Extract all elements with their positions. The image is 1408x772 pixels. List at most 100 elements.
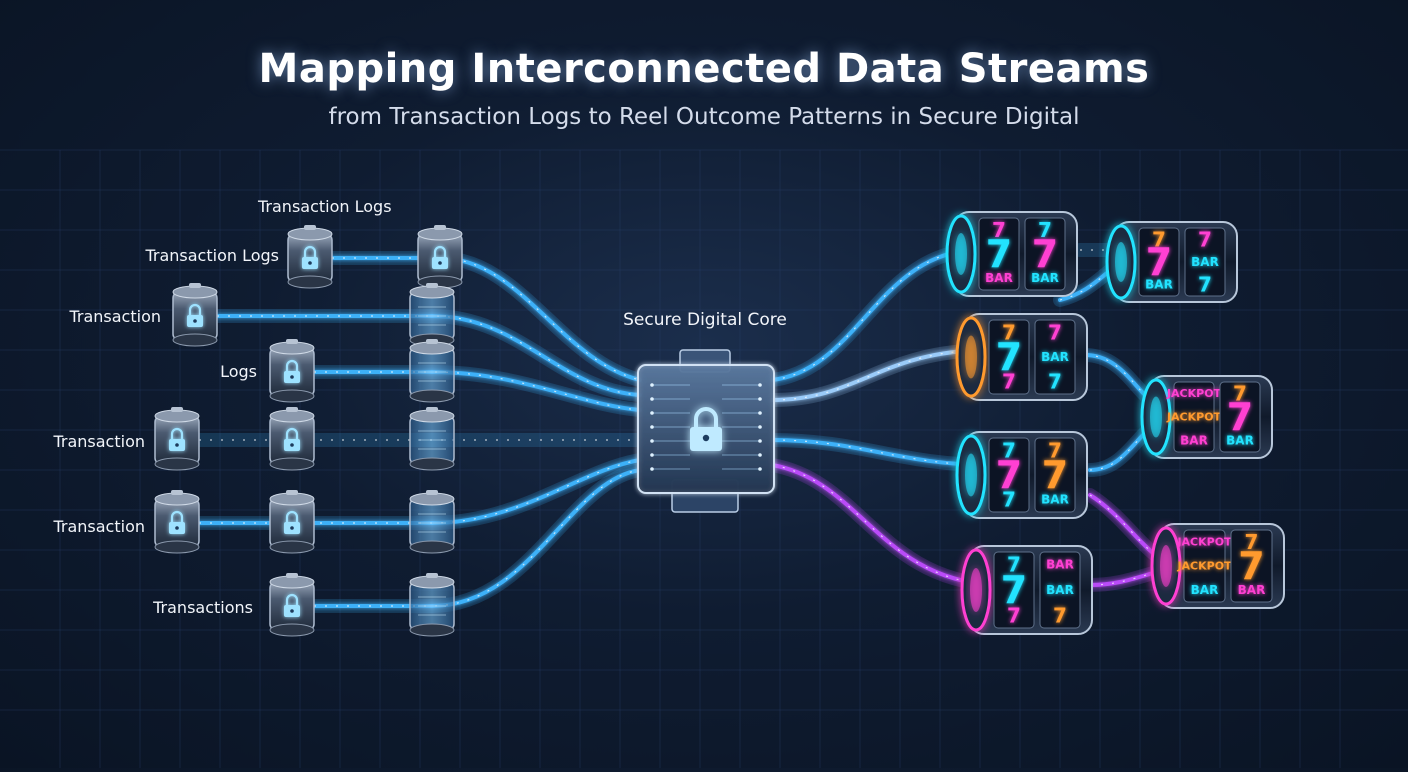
secure-core-label: Secure Digital Core — [623, 310, 787, 330]
cylinder-cap — [434, 225, 446, 230]
symbol-seven: 7 — [1002, 370, 1016, 394]
cylinder-cap — [286, 407, 298, 412]
padlock-icon — [302, 245, 318, 269]
cylinder-cap — [286, 490, 298, 495]
symbol-seven: 7 — [996, 453, 1022, 497]
reel-hub — [1150, 396, 1162, 438]
stream-particles — [1089, 494, 1181, 566]
reel-window — [978, 217, 1020, 291]
data-cylinder — [409, 573, 455, 637]
cylinder-bottom — [287, 275, 333, 289]
source-label-1: Transaction Logs — [258, 197, 392, 216]
symbol-bar: BAR — [1191, 255, 1219, 269]
data-cylinder — [172, 283, 218, 347]
symbol-bar: BAR — [1041, 493, 1069, 507]
reel-hub — [965, 335, 977, 379]
data-cylinder — [269, 490, 315, 554]
padlock-icon — [284, 427, 300, 451]
symbol-bar: BAR — [1191, 583, 1219, 597]
data-streams — [170, 238, 1332, 613]
stream-particles — [771, 349, 991, 401]
cylinder-cap — [426, 407, 438, 412]
background-grid — [0, 149, 1408, 768]
circuit-node — [650, 467, 654, 471]
reel-hub — [1160, 545, 1172, 587]
symbol-seven: 7 — [1238, 544, 1264, 588]
symbol-seven: 7 — [1002, 438, 1016, 462]
data-cylinder — [269, 339, 315, 403]
symbol-seven: 7 — [1002, 320, 1016, 344]
stream-particles — [1089, 567, 1181, 586]
data-cylinder — [409, 339, 455, 403]
symbol-bar: BAR — [1180, 433, 1208, 447]
reel-window — [1024, 217, 1066, 291]
source-cylinders — [154, 225, 463, 637]
stream-particles — [1089, 414, 1176, 471]
cylinder-bottom — [409, 540, 455, 554]
symbol-bar: BAR — [1226, 433, 1254, 447]
reel-window — [1034, 437, 1076, 513]
symbol-seven: 7 — [1007, 603, 1021, 627]
cylinder-cap — [426, 339, 438, 344]
data-cylinder — [409, 407, 455, 471]
source-label-3: Transaction — [69, 307, 161, 326]
page-title: Mapping Interconnected Data Streams — [258, 46, 1150, 92]
circuit-node — [758, 467, 762, 471]
reel-hub — [965, 453, 977, 497]
symbol-seven: 7 — [1048, 370, 1062, 394]
cylinder-bottom — [409, 623, 455, 637]
symbol-seven: 7 — [1032, 232, 1058, 276]
symbol-bar: BAR — [1145, 278, 1173, 292]
cylinder-cap — [426, 490, 438, 495]
symbol-seven: 7 — [1002, 488, 1016, 512]
circuit-node — [650, 439, 654, 443]
reel-window — [1138, 227, 1180, 297]
symbol-seven: 7 — [1038, 218, 1052, 242]
symbol-jackpot: JACKPOT — [1166, 387, 1222, 400]
cylinder-bottom — [154, 540, 200, 554]
padlock-icon — [169, 510, 185, 534]
symbol-seven: 7 — [992, 218, 1006, 242]
reel-hub — [1115, 242, 1127, 282]
stream-particles — [771, 464, 996, 586]
symbol-seven: 7 — [1245, 530, 1259, 554]
symbol-bar: BAR — [1046, 558, 1074, 572]
reel-window — [1039, 551, 1081, 629]
symbol-seven: 7 — [1233, 382, 1247, 406]
symbol-seven: 7 — [1048, 320, 1062, 344]
symbol-seven: 7 — [1152, 227, 1166, 251]
data-cylinder — [269, 573, 315, 637]
reel-window — [1034, 319, 1076, 395]
data-cylinder — [287, 225, 333, 289]
reel-window — [988, 437, 1030, 513]
symbol-seven: 7 — [1198, 273, 1212, 297]
padlock-icon — [187, 303, 203, 327]
symbol-seven: 7 — [1198, 227, 1212, 251]
cylinder-bottom — [269, 457, 315, 471]
reel-window — [1173, 381, 1215, 453]
symbol-seven: 7 — [1053, 603, 1067, 627]
symbol-seven: 7 — [1048, 438, 1062, 462]
symbol-seven: 7 — [986, 232, 1012, 276]
circuit-node — [758, 453, 762, 457]
reel-window — [993, 551, 1035, 629]
symbol-seven: 7 — [1042, 453, 1068, 497]
reel-window — [1230, 529, 1273, 603]
symbol-jackpot: JACKPOT — [1176, 536, 1232, 549]
padlock-icon — [169, 427, 185, 451]
padlock-icon — [690, 407, 722, 451]
cylinder-bottom — [269, 540, 315, 554]
circuit-node — [650, 453, 654, 457]
cylinder-bottom — [172, 333, 218, 347]
cylinder-bottom — [154, 457, 200, 471]
circuit-node — [758, 397, 762, 401]
cylinder-cap — [171, 490, 183, 495]
cylinder-bottom — [409, 389, 455, 403]
symbol-bar: BAR — [1046, 583, 1074, 597]
source-label-4: Logs — [220, 362, 257, 381]
cylinder-cap — [189, 283, 201, 288]
